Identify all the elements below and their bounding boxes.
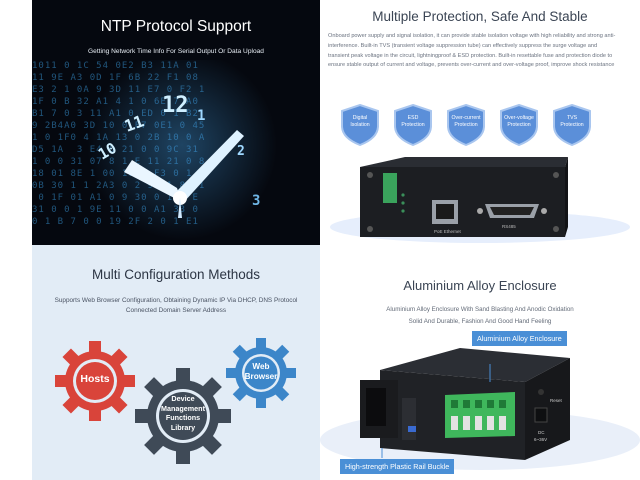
voltage-label: 6~36V [534, 437, 547, 442]
gear-label-web-browser: Web Browser [225, 362, 297, 382]
badge-label: Over-current [451, 115, 481, 121]
callout-aluminium-enclosure: Aluminium Alloy Enclosure [472, 331, 567, 346]
dc-label: DC [538, 430, 545, 435]
clock-numeral-2: 2 [237, 144, 245, 159]
gear-hosts: Hosts [54, 340, 136, 422]
gear-device-management: Device Management Functions Library [134, 367, 232, 465]
ntp-panel: 1011 0 1C 54 0E2 B3 11A 01 11 9E A3 0D 1… [32, 0, 320, 245]
gear-icon [135, 368, 231, 464]
badge-label: Isolation [350, 122, 370, 128]
clock-numeral-1: 1 [197, 108, 205, 124]
gear-web-browser: Web Browser [225, 337, 297, 409]
device-image-front: PoE Ethernet RS485 [330, 157, 630, 243]
enclosure-description-line: Solid And Durable, Fashion And Good Hand… [408, 318, 552, 325]
ntp-title: NTP Protocol Support [100, 18, 252, 35]
callout-rail-buckle: High-strength Plastic Rail Buckle [340, 459, 455, 474]
ethernet-port-label: PoE Ethernet [434, 229, 462, 234]
clock-numeral-3: 3 [252, 193, 260, 209]
protection-panel: Multiple Protection, Safe And Stable Onb… [320, 0, 640, 245]
badge-label: Protection [454, 122, 478, 128]
serial-port-label: RS485 [502, 224, 516, 229]
enclosure-description: Aluminium Alloy Enclosure With Sand Blas… [340, 304, 620, 328]
config-panel: Multi Configuration Methods Supports Web… [32, 245, 320, 480]
badge-label: ESD [407, 115, 419, 121]
shield-icon [553, 104, 591, 146]
badge-label: Protection [507, 122, 531, 128]
gear-label-line: Device [171, 394, 195, 403]
config-title: Multi Configuration Methods [91, 267, 261, 282]
enclosure-panel: Aluminium Alloy Enclosure Aluminium Allo… [320, 245, 640, 480]
shield-icon [394, 104, 432, 146]
gear-icon [226, 338, 296, 408]
gear-label-line: Functions [165, 413, 201, 422]
config-description: Supports Web Browser Configuration, Obta… [54, 297, 298, 314]
badge-label: Over-voltage [504, 115, 534, 121]
gear-label-line: Management [161, 403, 205, 413]
gear-label-line: Browser [244, 372, 278, 381]
green-label [383, 173, 397, 203]
protection-description: Onboard power supply and signal isolatio… [328, 33, 616, 69]
hour-hand [174, 130, 244, 202]
gear-label-line: Web [252, 362, 270, 371]
enclosure-title: Aluminium Alloy Enclosure [403, 278, 557, 293]
protection-title: Multiple Protection, Safe And Stable [372, 9, 588, 24]
shield-icon [341, 104, 379, 146]
device-image-side: Reset DC 6~36V [320, 348, 640, 470]
terminal-block [445, 392, 515, 438]
badge-label: Digital [352, 115, 368, 121]
gear-icon [55, 341, 135, 421]
badge-label: Protection [401, 122, 425, 128]
badge-label: Protection [560, 122, 584, 128]
ntp-subtitle: Getting Network Time Info For Serial Out… [88, 48, 264, 55]
minute-hand [124, 160, 182, 202]
shield-icon [447, 104, 485, 146]
gear-label-line: Library [170, 422, 196, 432]
reset-label: Reset [550, 398, 563, 403]
gear-label-hosts: Hosts [80, 373, 110, 385]
badge-label: TVS [566, 115, 578, 121]
glowing-clock-graphic: 12 11 10 1 2 3 [87, 60, 277, 240]
shield-icon [500, 104, 538, 146]
gear-label-device-management: Device Management Functions Library [134, 394, 232, 432]
clock-numeral-12: 12 [162, 93, 189, 118]
enclosure-description-line: Aluminium Alloy Enclosure With Sand Blas… [386, 306, 574, 313]
